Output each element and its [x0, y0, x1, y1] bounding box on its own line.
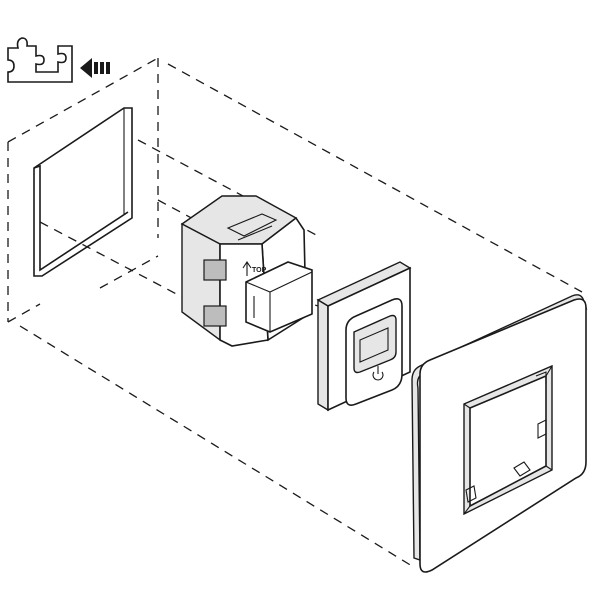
- top-arrow-icon: [242, 261, 252, 276]
- sensor-cover: [316, 261, 412, 412]
- orientation-label: TOP: [252, 267, 267, 274]
- accessory-indicator: [7, 37, 110, 83]
- puzzle-piece-icon: [7, 37, 73, 83]
- wall-box-outline: [7, 57, 159, 323]
- arrow-left-icon: [80, 58, 110, 78]
- cover-frame: [411, 294, 588, 573]
- switch-mechanism: TOP: [180, 195, 313, 347]
- motion-sensor-lens: [353, 314, 397, 374]
- terminal-clip-upper: [203, 259, 227, 281]
- power-icon: [372, 366, 384, 381]
- terminal-clip-lower: [203, 305, 227, 327]
- mounting-frame: [33, 107, 133, 277]
